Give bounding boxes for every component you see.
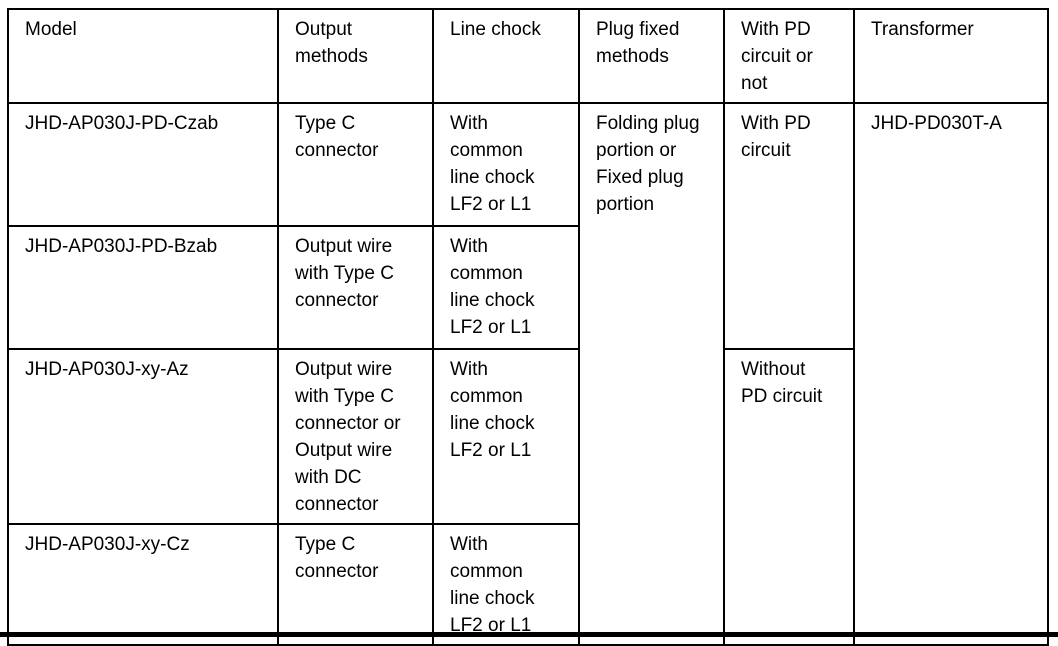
model-cell: JHD-AP030J-PD-Czab [7,102,279,227]
line-chock-cell: With common line chock LF2 or L1 [432,225,580,350]
transformer-model-cell: JHD-PD030T-A [853,102,1049,646]
table-row: JHD-AP030J-PD-Czab Type C connector With… [7,102,1049,646]
output-methods-cell: Output wire with Type C connector [277,225,434,350]
header-plug-fixed-methods: Plug fixed methods [578,8,725,104]
bottom-rule [0,632,1058,637]
table-row: JHD-AP030J-xy-Az Output wire with Type C… [7,348,1048,646]
table-row: JHD-AP030J-xy-Cz Type C connector With c… [7,523,1048,646]
model-cell: JHD-AP030J-xy-Az [7,348,279,525]
output-methods-cell: Type C connector [277,102,434,227]
product-model-table: Model Output methods Line chock Plug fix… [7,8,1049,646]
model-cell: JHD-AP030J-xy-Cz [7,523,279,646]
line-chock-cell: With common line chock LF2 or L1 [432,348,580,525]
plug-fixed-methods-cell: Folding plug portion or Fixed plug porti… [578,102,725,646]
header-pd-circuit: With PD circuit or not [723,8,855,104]
header-model: Model [7,8,279,104]
header-row: Model Output methods Line chock Plug fix… [7,8,1049,104]
line-chock-cell: With common line chock LF2 or L1 [432,523,580,646]
header-transformer: Transformer [853,8,1049,104]
output-methods-cell: Type C connector [277,523,434,646]
without-pd-circuit-cell: Without PD circuit [723,348,855,646]
with-pd-circuit-cell: With PD circuit [723,102,855,350]
header-output-methods: Output methods [277,8,434,104]
output-methods-cell: Output wire with Type C connector or Out… [277,348,434,525]
table-row: JHD-AP030J-PD-Bzab Output wire with Type… [7,225,1048,350]
model-cell: JHD-AP030J-PD-Bzab [7,225,279,350]
header-line-chock: Line chock [432,8,580,104]
line-chock-cell: With common line chock LF2 or L1 [432,102,580,227]
